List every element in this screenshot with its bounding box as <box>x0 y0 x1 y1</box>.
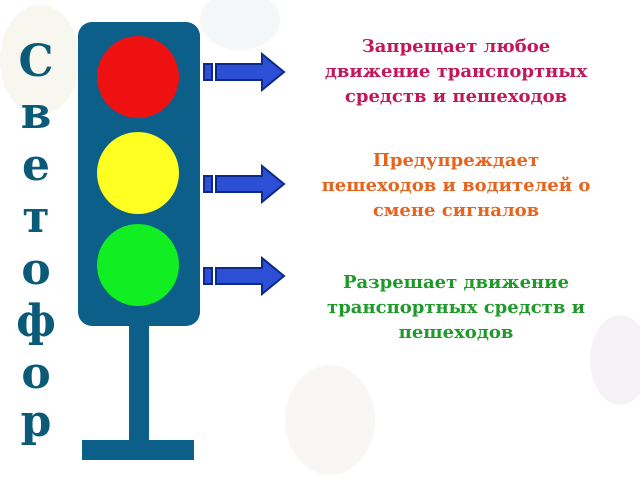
description-line: пешеходов и водителей о <box>321 175 591 196</box>
description-line: средств и пешеходов <box>344 86 568 107</box>
red-light-description: Запрещает любое движение транспортных ср… <box>302 34 610 109</box>
description-line: транспортных средств и <box>327 297 585 318</box>
yellow-light-description: Предупреждает пешеходов и водителей о см… <box>302 148 610 223</box>
description-line: смене сигналов <box>372 200 540 221</box>
traffic-light-pole <box>129 324 149 442</box>
title-letter: е <box>22 140 50 191</box>
balloon-decor <box>200 0 280 50</box>
green-light-description: Разрешает движение транспортных средств … <box>302 270 610 345</box>
arrow-red-icon <box>203 52 286 92</box>
yellow-light <box>97 132 179 214</box>
description-line: Запрещает любое <box>361 36 551 57</box>
description-line: движение транспортных <box>324 61 588 82</box>
balloon-decor <box>590 315 640 405</box>
balloon-decor <box>0 5 80 115</box>
title-letter: в <box>20 88 52 139</box>
title-letter: р <box>20 396 52 447</box>
title-letter: С <box>18 36 54 87</box>
description-line: Предупреждает <box>372 150 540 171</box>
title-letter: т <box>22 192 50 243</box>
red-light <box>97 36 179 118</box>
description-line: Разрешает движение <box>342 272 570 293</box>
traffic-light-base <box>82 440 194 460</box>
balloon-decor <box>285 365 375 475</box>
title-letter: о <box>21 348 51 399</box>
title-letter: о <box>21 244 51 295</box>
arrow-green-icon <box>203 256 286 296</box>
description-line: пешеходов <box>398 322 514 343</box>
green-light <box>97 224 179 306</box>
title-letter: ф <box>16 296 56 347</box>
arrow-yellow-icon <box>203 164 286 204</box>
